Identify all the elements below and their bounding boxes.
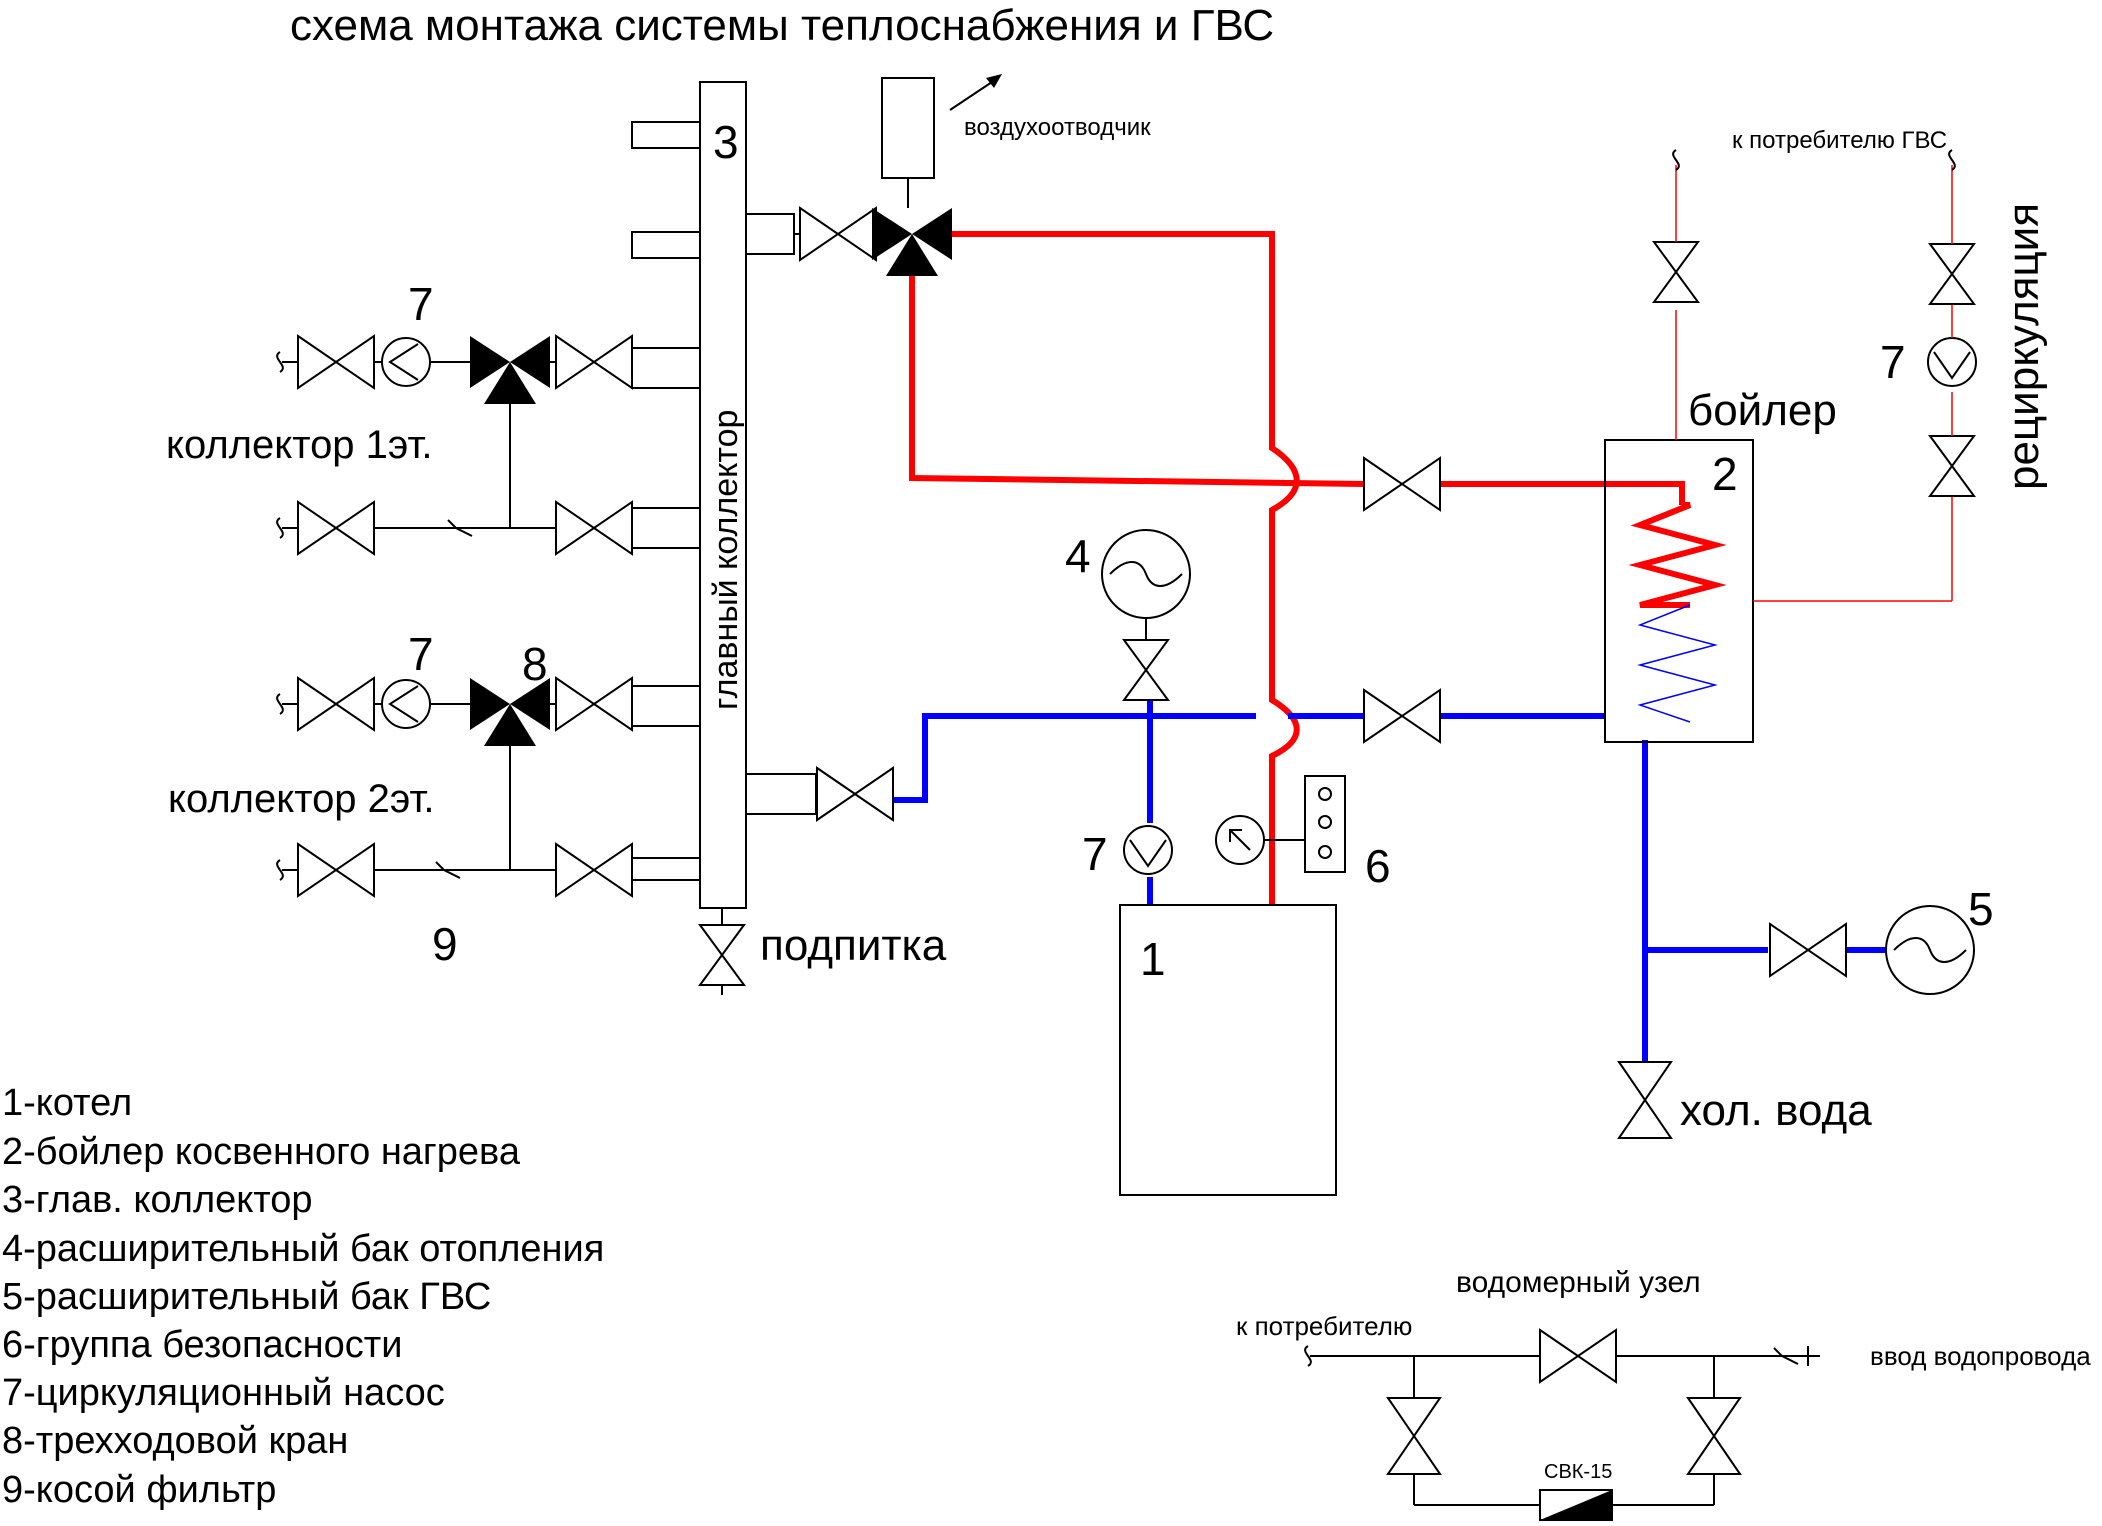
legend-item: 1-котел — [2, 1082, 132, 1124]
label-number-7-recirc: 7 — [1880, 336, 1906, 388]
label-main-collector: главный коллектор — [707, 410, 745, 710]
legend-item: 5-расширительный бак ГВС — [2, 1276, 491, 1318]
top-valve-group — [794, 74, 1002, 276]
floor-collector-1 — [276, 335, 633, 555]
label-recirculation: рециркуляция — [1999, 203, 2048, 490]
safety-group — [1215, 775, 1346, 873]
legend: 1-котел 2-бойлер косвенного нагрева 3-гл… — [2, 1082, 604, 1511]
label-number-4: 4 — [1065, 530, 1091, 582]
legend-item: 7-циркуляционный насос — [2, 1372, 445, 1414]
label-number-3: 3 — [713, 116, 739, 168]
main-collector — [631, 81, 817, 995]
label-water-meter-unit: водомерный узел — [1456, 1266, 1701, 1299]
supply-line — [909, 231, 1727, 905]
label-boiler: бойлер — [1688, 386, 1837, 435]
label-to-dhw-consumer: к потребителю ГВС — [1732, 127, 1947, 154]
label-collector-1: коллектор 1эт. — [166, 423, 432, 467]
label-number-1: 1 — [1140, 933, 1166, 985]
label-collector-2: коллектор 2эт. — [168, 777, 434, 821]
label-cold-water: хол. вода — [1680, 1086, 1872, 1135]
page-title: схема монтажа системы теплоснабжения и Г… — [290, 1, 1274, 50]
label-number-9: 9 — [432, 918, 458, 970]
legend-item: 9-косой фильтр — [2, 1469, 276, 1511]
return-line — [893, 700, 1886, 1070]
floor-collector-2 — [276, 677, 633, 897]
indirect-boiler — [1604, 439, 1754, 743]
label-number-7-collector-2: 7 — [408, 628, 434, 680]
heating-boiler — [1119, 904, 1337, 1196]
label-to-consumer: к потребителю — [1236, 1311, 1412, 1341]
expansion-tank-heating — [1101, 529, 1191, 701]
legend-item: 8-трехходовой кран — [2, 1420, 348, 1462]
legend-item: 2-бойлер косвенного нагрева — [2, 1131, 521, 1173]
water-meter-unit — [1304, 1329, 1820, 1521]
label-number-8: 8 — [522, 638, 548, 690]
label-water-inlet: ввод водопровода — [1870, 1341, 2091, 1371]
legend-item: 3-глав. коллектор — [2, 1179, 313, 1221]
label-makeup: подпитка — [760, 921, 947, 970]
label-number-6: 6 — [1365, 840, 1391, 892]
dhw-lines — [1653, 149, 1977, 602]
label-number-5: 5 — [1968, 883, 1994, 935]
label-number-7-boiler-pump: 7 — [1082, 828, 1108, 880]
legend-item: 6-группа безопасности — [2, 1324, 402, 1366]
label-air-vent: воздухоотводчик — [964, 114, 1151, 141]
label-number-2: 2 — [1712, 448, 1738, 500]
legend-item: 4-расширительный бак отопления — [2, 1228, 604, 1270]
label-number-7-collector-1: 7 — [408, 278, 434, 330]
label-meter: СВК-15 — [1544, 1461, 1612, 1483]
